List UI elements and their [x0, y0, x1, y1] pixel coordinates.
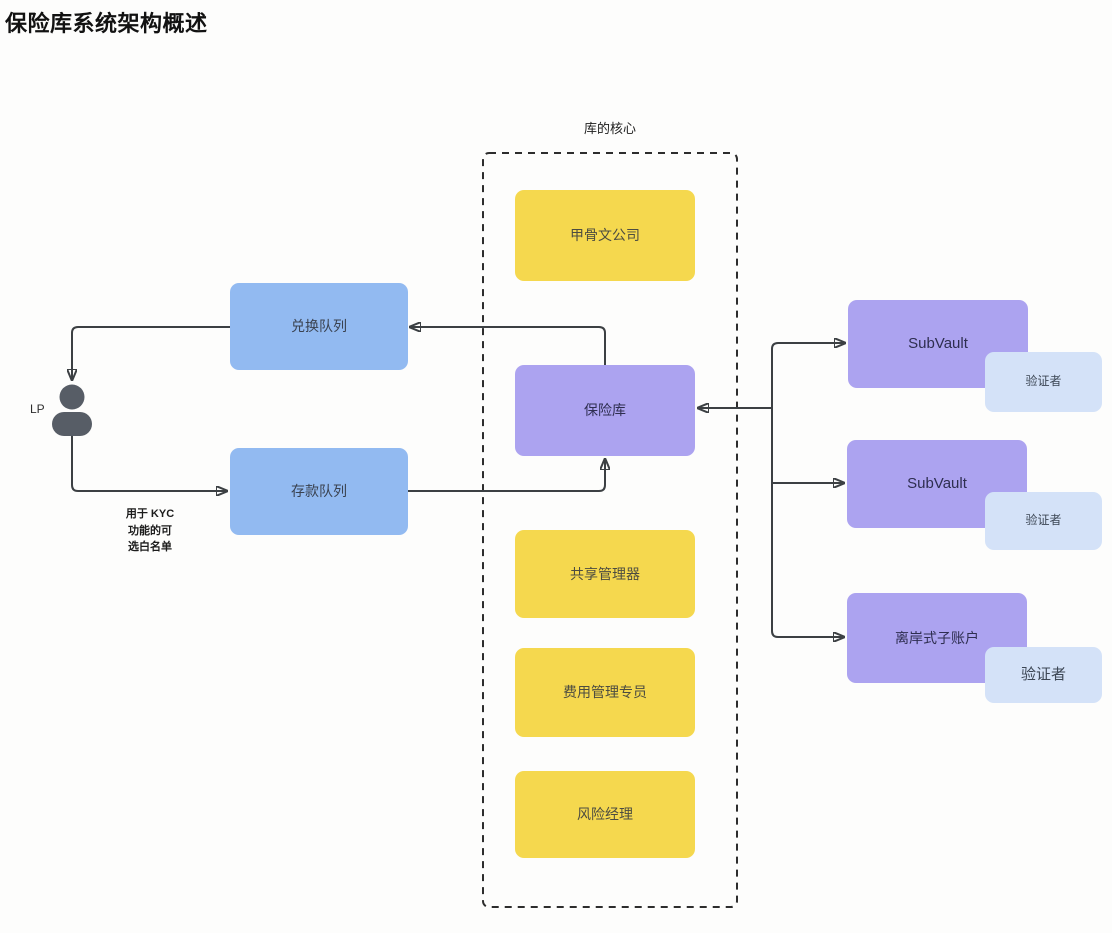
- kyc-note-line: 功能的可: [128, 524, 172, 537]
- node-oracle-label: 甲骨文公司: [570, 227, 640, 244]
- kyc-note-line: 选白名单: [128, 541, 172, 553]
- node-validator-3-label: 验证者: [1020, 666, 1066, 684]
- node-validator-1[interactable]: 验证者: [985, 352, 1102, 412]
- node-vault-label: 保险库: [584, 402, 626, 419]
- connector-hub-to-subvault-2[interactable]: [771, 408, 844, 483]
- node-oracle[interactable]: 甲骨文公司: [515, 190, 695, 281]
- core-group-label: 库的核心: [583, 121, 636, 136]
- node-vault[interactable]: 保险库: [515, 365, 695, 456]
- connector-lp-to-deposit-queue[interactable]: [71, 436, 227, 491]
- node-validator-3[interactable]: 验证者: [985, 647, 1102, 703]
- connector-hub-to-offshore-subaccount[interactable]: [771, 483, 844, 637]
- connector-redeem-queue-to-lp[interactable]: [72, 326, 230, 380]
- kyc-note[interactable]: 用于 KYC 功能的可 选白名单: [118, 506, 182, 556]
- kyc-note-line: 用于 KYC: [125, 508, 175, 520]
- node-fee-manager-label: 费用管理专员: [563, 684, 647, 701]
- node-share-manager-label: 共享管理器: [570, 565, 640, 582]
- node-subvault-1[interactable]: SubVault: [848, 300, 1028, 388]
- node-redeem-queue[interactable]: 兑换队列: [230, 283, 408, 370]
- node-share-manager[interactable]: 共享管理器: [515, 530, 695, 618]
- connector-vault-to-redeem-queue[interactable]: [410, 327, 606, 365]
- connector-hub-to-subvault-1[interactable]: [771, 343, 845, 408]
- node-validator-1-label: 验证者: [1025, 374, 1062, 389]
- node-fee-manager[interactable]: 费用管理专员: [515, 648, 695, 737]
- node-deposit-queue-label: 存款队列: [291, 483, 347, 500]
- page-title: 保险库系统架构概述: [5, 11, 208, 36]
- node-redeem-queue-label: 兑换队列: [291, 318, 347, 335]
- node-validator-2[interactable]: 验证者: [985, 492, 1102, 550]
- node-risk-manager-label: 风险经理: [577, 806, 633, 823]
- node-deposit-queue[interactable]: 存款队列: [230, 448, 408, 535]
- lp-label: LP: [30, 402, 45, 416]
- lp-person-icon[interactable]: [48, 380, 96, 440]
- node-offshore-subaccount-label: 离岸式子账户: [895, 629, 979, 646]
- node-risk-manager[interactable]: 风险经理: [515, 771, 695, 858]
- node-subvault-1-label: SubVault: [908, 335, 968, 353]
- node-subvault-2-label: SubVault: [907, 475, 967, 493]
- connector-deposit-queue-to-vault[interactable]: [408, 459, 605, 492]
- node-validator-2-label: 验证者: [1025, 513, 1062, 528]
